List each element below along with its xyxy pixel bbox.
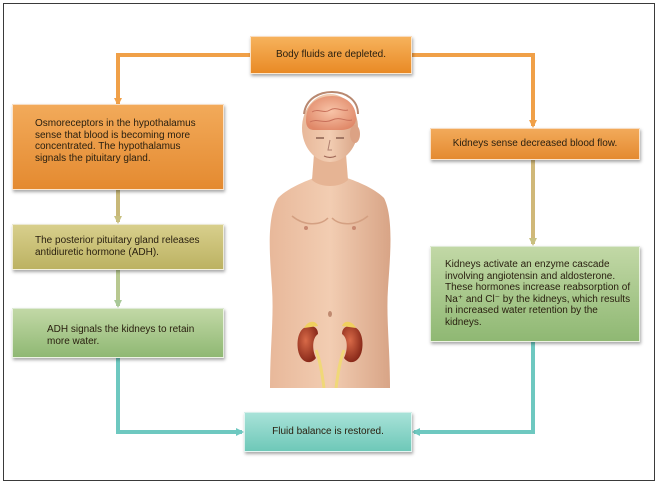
arrow-right2-to-bottom xyxy=(414,342,533,432)
box-kidneys-activate-enzyme: Kidneys activate an enzyme cascade invol… xyxy=(430,246,640,342)
arrow-top-to-left xyxy=(118,55,250,104)
box-body-fluids-depleted: Body fluids are depleted. xyxy=(250,36,412,74)
box-osmoreceptors-text: Osmoreceptors in the hypothalamus sense … xyxy=(35,118,196,164)
box-body-fluids-depleted-text: Body fluids are depleted. xyxy=(276,49,386,61)
box-kidneys-sense: Kidneys sense decreased blood flow. xyxy=(430,128,640,160)
box-osmoreceptors: Osmoreceptors in the hypothalamus sense … xyxy=(12,104,224,190)
box-adh-signals: ADH signals the kidneys to retain more w… xyxy=(12,308,224,358)
box-posterior-pituitary-text: The posterior pituitary gland releases a… xyxy=(35,235,200,258)
box-kidneys-activate-enzyme-text: Kidneys activate an enzyme cascade invol… xyxy=(445,259,630,328)
box-fluid-balance-restored-text: Fluid balance is restored. xyxy=(272,426,384,438)
human-torso-illustration xyxy=(240,88,420,388)
box-adh-signals-text: ADH signals the kidneys to retain more w… xyxy=(47,324,194,347)
box-kidneys-sense-text: Kidneys sense decreased blood flow. xyxy=(453,138,618,150)
box-posterior-pituitary: The posterior pituitary gland releases a… xyxy=(12,224,224,270)
box-fluid-balance-restored: Fluid balance is restored. xyxy=(244,412,412,452)
arrow-top-to-right xyxy=(412,55,533,126)
arrow-left3-to-bottom xyxy=(118,358,242,432)
